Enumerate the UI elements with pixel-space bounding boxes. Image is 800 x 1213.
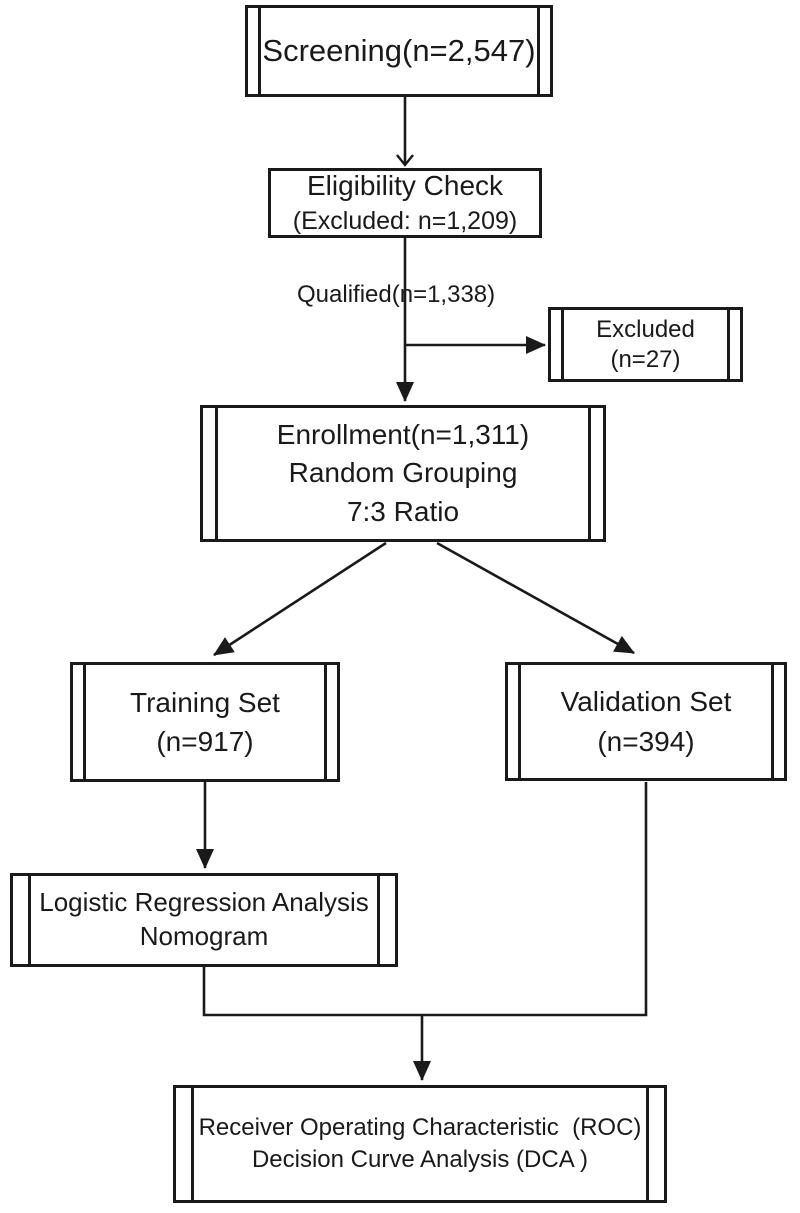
eligibility-title: Eligibility Check bbox=[306, 170, 504, 202]
validation-set-box: Validation Set (n=394) bbox=[505, 662, 787, 781]
excluded-box: Excluded (n=27) bbox=[548, 307, 743, 382]
eligibility-excluded-count: (Excluded: n=1,209) bbox=[292, 206, 518, 235]
enrollment-ratio: 7:3 Ratio bbox=[346, 495, 460, 527]
outcome-dca: Decision Curve Analysis (DCA ) bbox=[251, 1146, 589, 1173]
arrow-enrollment-to-training bbox=[213, 541, 387, 657]
enrollment-count: Enrollment(n=1,311) bbox=[276, 418, 530, 450]
training-set-count: (n=917) bbox=[156, 726, 254, 757]
excluded-count: (n=27) bbox=[610, 345, 681, 373]
logistic-nomogram: Nomogram bbox=[139, 921, 269, 951]
enrollment-box: Enrollment(n=1,311) Random Grouping 7:3 … bbox=[200, 405, 606, 542]
qualified-label: Qualified(n=1,338) bbox=[297, 281, 496, 308]
training-set-title: Training Set bbox=[130, 686, 280, 718]
screening-label: Screening(n=2,547) bbox=[262, 32, 536, 68]
logistic-regression-box: Logistic Regression Analysis Nomogram bbox=[10, 873, 398, 967]
training-set-box: Training Set (n=917) bbox=[70, 662, 340, 782]
enrollment-grouping: Random Grouping bbox=[288, 457, 518, 489]
validation-set-count: (n=394) bbox=[597, 725, 695, 757]
validation-set-title: Validation Set bbox=[560, 686, 732, 718]
outcome-roc: Receiver Operating Characteristic (ROC) bbox=[198, 1113, 642, 1141]
screening-box: Screening(n=2,547) bbox=[245, 5, 553, 97]
outcome-analysis-box: Receiver Operating Characteristic (ROC) … bbox=[173, 1085, 667, 1203]
excluded-title: Excluded bbox=[596, 315, 695, 343]
logistic-title: Logistic Regression Analysis bbox=[39, 887, 369, 918]
arrow-enrollment-to-validation bbox=[436, 541, 635, 655]
eligibility-check-box: Eligibility Check (Excluded: n=1,209) bbox=[268, 168, 542, 238]
